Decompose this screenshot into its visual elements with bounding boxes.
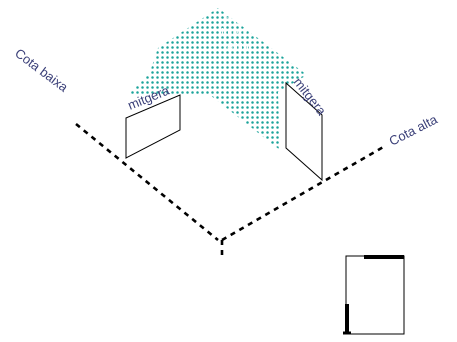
espai-label-line3: d'illa [227,42,250,54]
espai-label-line1: espai [225,12,251,24]
right-party-wall [285,81,323,182]
low-level-line [75,122,219,242]
cota-alta-label: Cota alta [387,111,441,148]
interior-block-area [128,8,307,150]
cota-baixa-label: Cota baixa [12,45,71,95]
high-level-line [221,144,386,242]
plan-sketch-outline [345,255,405,335]
espai-label-line2: interior [221,27,255,39]
left-party-wall [125,94,181,159]
